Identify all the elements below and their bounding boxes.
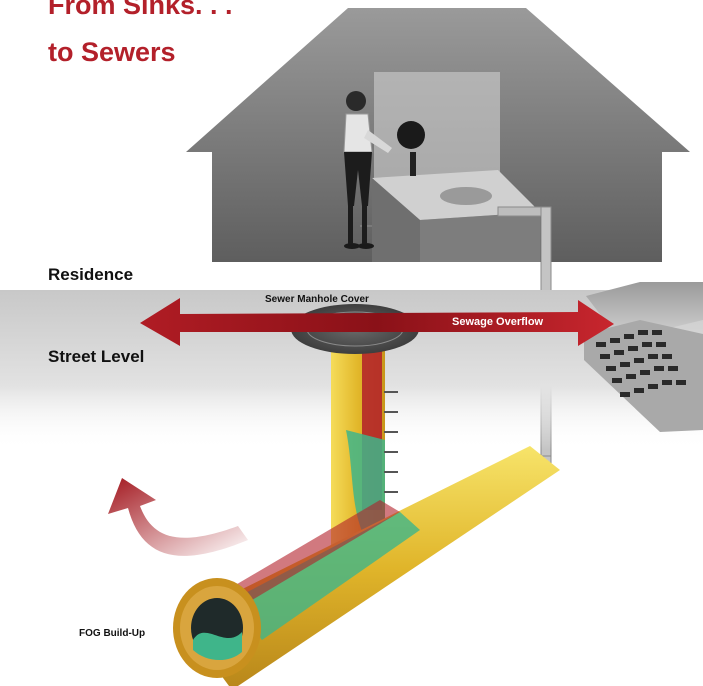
sewer-main-pipe xyxy=(180,446,560,686)
title-line-1: From Sinks. . . xyxy=(48,0,233,20)
fog-pipe-end xyxy=(173,578,261,678)
sewage-overflow-arrow xyxy=(140,298,614,346)
sink-counter xyxy=(372,170,540,262)
fog-buildup-label: FOG Build-Up xyxy=(79,628,146,639)
curved-flow-arrow xyxy=(108,478,248,556)
curb-grate xyxy=(584,282,703,432)
title-line-2: to Sewers xyxy=(48,37,176,67)
street-level-label: Street Level xyxy=(48,347,145,366)
residence-label: Residence xyxy=(48,265,134,284)
sewage-overflow-label: Sewage Overflow xyxy=(452,316,544,328)
faucet-icon xyxy=(397,121,425,176)
woman-figure xyxy=(343,91,392,249)
manhole-cover-label: Sewer Manhole Cover xyxy=(265,294,369,305)
